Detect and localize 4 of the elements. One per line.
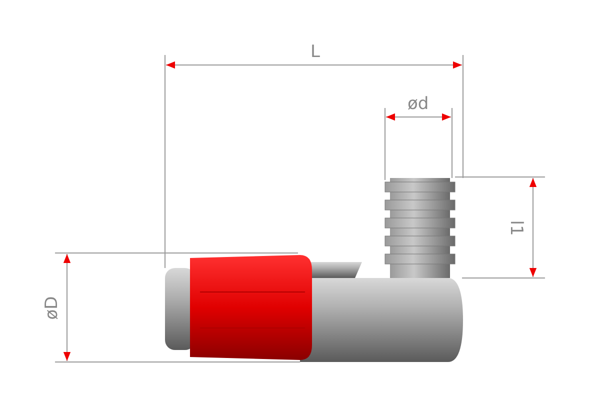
dimension-label: øD — [42, 296, 61, 320]
dimension-label: ød — [408, 95, 429, 113]
dimension-label: L — [310, 43, 320, 61]
dimension-label: l1 — [506, 220, 525, 236]
